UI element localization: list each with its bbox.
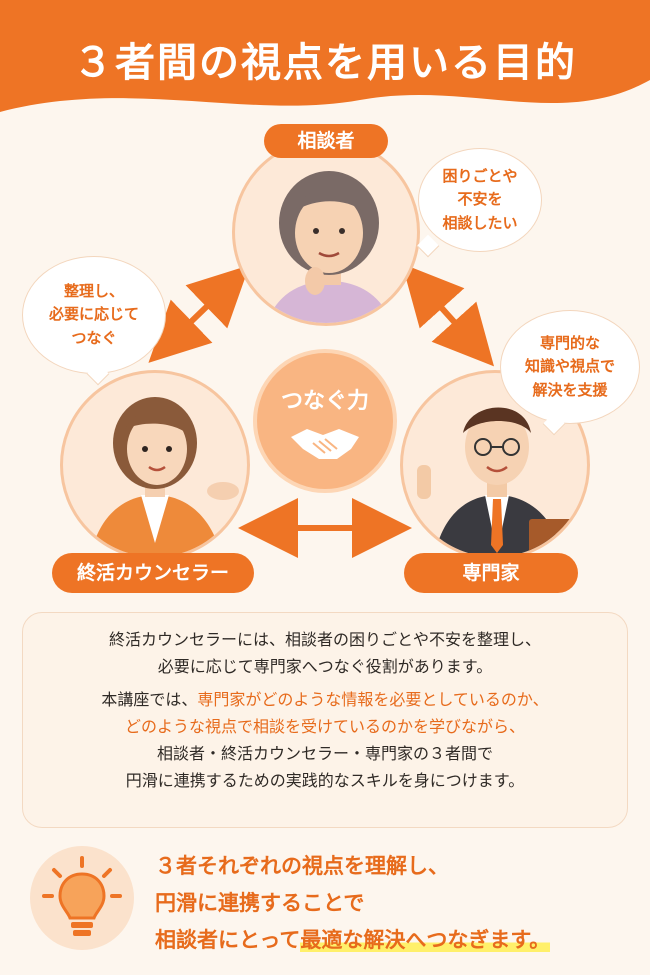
consultee-illustration xyxy=(232,138,420,326)
page-title: ３者間の視点を用いる目的 xyxy=(73,40,577,86)
bubble-expert: 専門的な 知識や視点で 解決を支援 xyxy=(500,310,640,424)
counselor-illustration xyxy=(60,370,250,560)
connecting-power-circle: つなぐ力 xyxy=(253,349,397,493)
role-label-consultee: 相談者 xyxy=(264,124,388,158)
description-box: 終活カウンセラーには、相談者の困りごとや不安を整理し、 必要に応じて専門家へつな… xyxy=(22,612,628,828)
role-label-counselor: 終活カウンセラー xyxy=(52,553,254,593)
role-label-expert: 専門家 xyxy=(404,553,578,593)
bubble-consultee: 困りごとや 不安を 相談したい xyxy=(418,148,542,252)
handshake-icon xyxy=(291,429,359,459)
bubble-counselor: 整理し、 必要に応じて つなぐ xyxy=(22,256,166,374)
description-paragraph-2: 本講座では、専門家がどのような情報を必要としているのか、 どのような視点で相談を… xyxy=(101,690,549,790)
center-label: つなぐ力 xyxy=(280,389,369,414)
lightbulb-icon xyxy=(42,856,122,936)
description-paragraph-1: 終活カウンセラーには、相談者の困りごとや不安を整理し、 必要に応じて専門家へつな… xyxy=(108,630,541,676)
header-banner: ３者間の視点を用いる目的 xyxy=(0,0,650,130)
summary-text: ３者それぞれの視点を理解し、 円滑に連携することで 相談者にとって最適な解決へつ… xyxy=(155,854,551,952)
lightbulb-badge xyxy=(30,846,134,950)
